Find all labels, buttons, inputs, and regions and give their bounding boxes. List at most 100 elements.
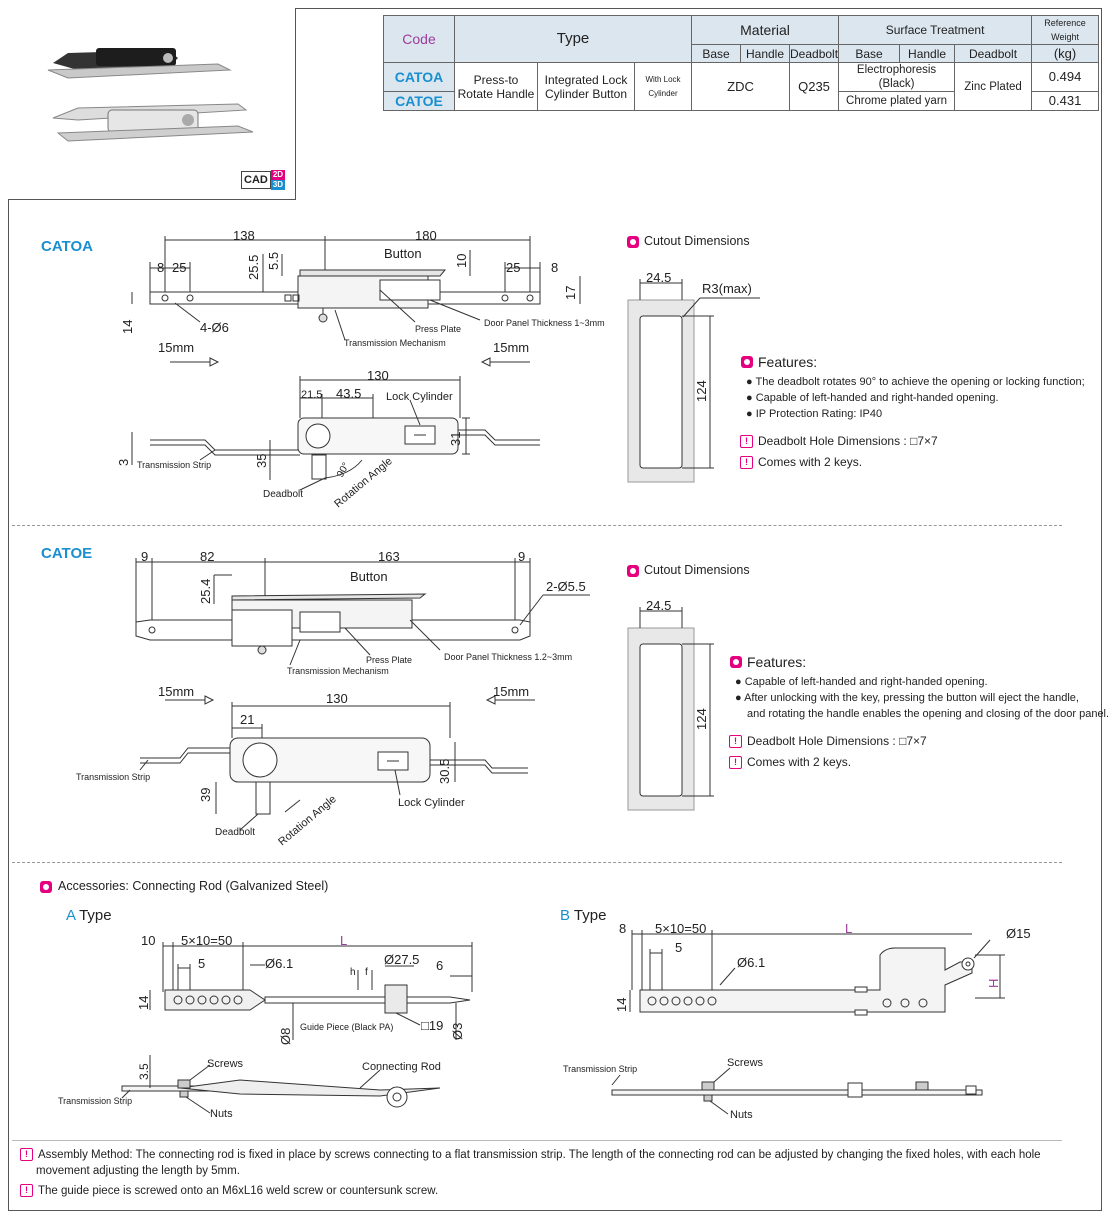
header-material: Material <box>690 15 840 45</box>
feature-item: and rotating the handle enables the open… <box>747 708 1110 720</box>
note-item: !Comes with 2 keys. <box>740 452 938 473</box>
dim-b-5: 5 <box>675 940 682 955</box>
header-mat-base: Base <box>691 44 741 63</box>
header-surf-handle: Handle <box>899 44 956 63</box>
dim-a-h: h <box>350 967 356 978</box>
surf-deadbolt: Zinc Plated <box>954 62 1033 111</box>
label-lock-cylinder-e: Lock Cylinder <box>398 797 465 809</box>
dim-5-5: 5.5 <box>266 252 281 270</box>
catoa-cutout-title: Cutout Dimensions <box>644 234 750 248</box>
dim-82: 82 <box>200 549 214 564</box>
surf-catoe: Chrome plated yarn <box>838 91 956 111</box>
type-1: Press-to Rotate Handle <box>454 62 538 111</box>
label-door-panel-e: Door Panel Thickness 1.2~3mm <box>444 652 572 662</box>
warning-icon: ! <box>20 1184 33 1198</box>
surf-catoa: Electrophoresis (Black) <box>838 62 956 92</box>
dim-a-L: L <box>340 933 347 948</box>
dim-holes-e: 2-Ø5.5 <box>546 579 586 594</box>
dim-a-5x10: 5×10=50 <box>181 933 232 948</box>
dim-8a: 8 <box>157 260 164 275</box>
warning-icon: ! <box>740 435 753 449</box>
dim-b-6-1: Ø6.1 <box>737 955 765 970</box>
type-a-side-view <box>121 1055 441 1114</box>
cutout-bullet-icon <box>627 236 639 248</box>
warning-icon: ! <box>740 456 753 470</box>
catoe-notes: !Deadbolt Hole Dimensions : □7×7 !Comes … <box>729 731 927 773</box>
dim-130-e: 130 <box>326 691 348 706</box>
header-surface: Surface Treatment <box>838 15 1033 45</box>
dim-8b: 8 <box>551 260 558 275</box>
type-b-rod-view <box>629 930 1005 1016</box>
feature-item: ● IP Protection Rating: IP40 <box>746 408 883 420</box>
catoa-side-view <box>131 376 540 491</box>
dim-31: 31 <box>448 432 463 446</box>
dim-a-10: 10 <box>141 933 155 948</box>
warning-icon: ! <box>729 735 742 749</box>
accessories-bullet-icon <box>40 881 52 893</box>
mat-base-handle: ZDC <box>691 62 790 111</box>
code-catoe[interactable]: CATOE <box>383 91 455 111</box>
header-surf-deadbolt: Deadbolt <box>954 44 1033 63</box>
dim-a-6: 6 <box>436 958 443 973</box>
header-weight: Reference Weight <box>1031 15 1100 45</box>
catoa-cutout-view <box>627 279 760 483</box>
catoa-features-list: ● The deadbolt rotates 90° to achieve th… <box>746 374 1085 422</box>
label-button: Button <box>384 246 422 261</box>
dim-a-27-5: Ø27.5 <box>384 952 419 967</box>
dim-180: 180 <box>415 228 437 243</box>
label-press-plate: Press Plate <box>415 324 461 334</box>
label-nuts-b: Nuts <box>730 1109 753 1121</box>
catoa-features-title: Features: <box>758 354 818 370</box>
cutout-bullet-icon <box>627 565 639 577</box>
footer-divider <box>12 1140 1062 1141</box>
stroke-right-e: 15mm <box>493 684 529 699</box>
type-a-rod-view <box>149 942 473 1040</box>
dim-163: 163 <box>378 549 400 564</box>
label-screws-b: Screws <box>727 1057 764 1069</box>
type-a-title: A Type <box>66 907 112 924</box>
dim-9b: 9 <box>518 549 525 564</box>
header-weight-unit: (kg) <box>1031 44 1100 63</box>
product-illustration <box>47 48 254 142</box>
dim-10: 10 <box>454 254 469 268</box>
catoe-top-view <box>135 558 590 705</box>
dim-21-5: 21.5 <box>301 389 322 401</box>
weight-catoe: 0.431 <box>1031 91 1100 111</box>
dim-35: 35 <box>254 454 269 468</box>
cad-label: CAD <box>241 171 271 189</box>
dim-b-5x10: 5×10=50 <box>655 921 706 936</box>
feature-item: ● After unlocking with the key, pressing… <box>735 692 1079 704</box>
type-3: With Lock Cylinder <box>634 62 692 111</box>
stroke-right: 15mm <box>493 340 529 355</box>
label-press-plate-e: Press Plate <box>366 655 412 665</box>
cad-3d[interactable]: 3D <box>270 180 286 190</box>
dim-b-H: H <box>986 979 1001 988</box>
section-divider <box>12 525 1062 526</box>
dim-130: 130 <box>367 368 389 383</box>
weight-catoa: 0.494 <box>1031 62 1100 92</box>
section-divider <box>12 862 1062 863</box>
label-mechanism-e: Transmission Mechanism <box>287 666 389 676</box>
footnote-assembly: !Assembly Method: The connecting rod is … <box>20 1147 1041 1179</box>
cad-2d[interactable]: 2D <box>270 170 286 180</box>
dim-9a: 9 <box>141 549 148 564</box>
mat-deadbolt: Q235 <box>788 62 840 111</box>
dim-21: 21 <box>240 712 254 727</box>
label-strip-e: Transmission Strip <box>76 772 150 782</box>
cutout-width-e: 24.5 <box>646 598 671 613</box>
catoe-features-list: ● Capable of left-handed and right-hande… <box>735 674 1109 722</box>
dim-138: 138 <box>233 228 255 243</box>
dim-b-15: Ø15 <box>1006 926 1031 941</box>
warning-icon: ! <box>729 756 742 770</box>
warning-icon: ! <box>20 1148 33 1162</box>
dim-a-14: 14 <box>136 996 151 1010</box>
header-mat-deadbolt: Deadbolt <box>788 44 840 63</box>
label-strip-b: Transmission Strip <box>563 1064 637 1074</box>
footnote-guide: !The guide piece is screwed onto an M6xL… <box>20 1183 438 1199</box>
label-deadbolt: Deadbolt <box>263 489 303 500</box>
type-b-title: B Type <box>560 907 607 924</box>
label-connecting-rod: Connecting Rod <box>362 1061 441 1073</box>
